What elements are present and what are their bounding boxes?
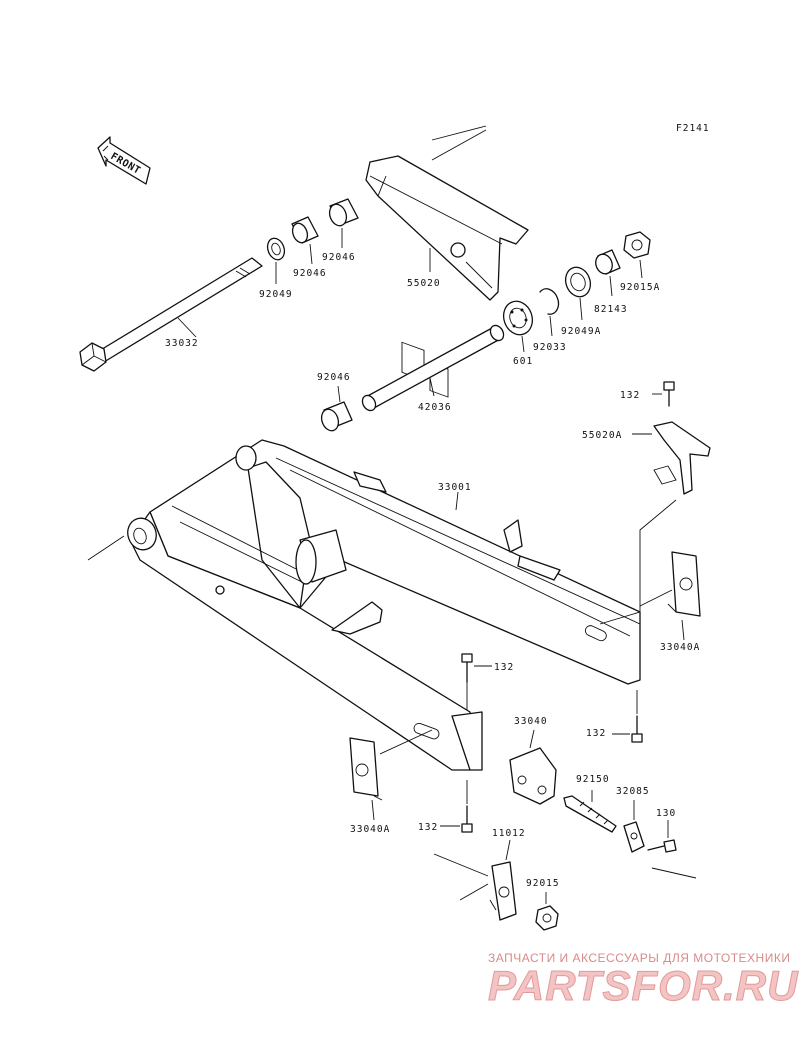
needle-bearing-92046-b (328, 198, 359, 227)
bracket-11012 (489, 861, 517, 921)
watermark-tagline: ЗАПЧАСТИ И АКСЕССУАРЫ ДЛЯ МОТОТЕХНИКИ (488, 951, 790, 965)
label-92015: 92015 (526, 878, 560, 889)
label-32085: 32085 (616, 786, 650, 797)
adjuster-plate-32085 (623, 821, 645, 853)
label-130: 130 (656, 808, 676, 819)
label-92046-b: 92046 (322, 252, 356, 263)
nut-92015 (535, 905, 559, 931)
label-33040A-l: 33040A (350, 824, 390, 835)
label-92150: 92150 (576, 774, 610, 785)
label-132-a: 132 (620, 390, 640, 401)
swingarm-33001 (127, 439, 641, 771)
chain-adjuster-plate-33040A-right (667, 551, 701, 617)
label-92046-a: 92046 (293, 268, 327, 279)
bolt-132-top (663, 381, 675, 407)
label-92046-c: 92046 (317, 372, 351, 383)
bolt-132-left-top (461, 653, 473, 683)
bolt-132-mid (631, 715, 643, 743)
circlip-92033 (539, 288, 560, 315)
needle-bearing-92046-a (291, 216, 319, 244)
label-92033: 92033 (533, 342, 567, 353)
bolt-132-left-bottom (461, 805, 473, 833)
adjuster-bolt-92150 (563, 795, 617, 833)
nut-92015A (623, 231, 651, 259)
label-92049: 92049 (259, 289, 293, 300)
collar-82143 (595, 249, 621, 275)
oil-seal-92049A (564, 266, 592, 298)
label-132-c: 132 (494, 662, 514, 673)
label-33001: 33001 (438, 482, 472, 493)
needle-bearing-92046-c (320, 401, 353, 432)
label-55020: 55020 (407, 278, 441, 289)
label-92049A: 92049A (561, 326, 601, 337)
pivot-shaft-33032 (79, 257, 263, 372)
label-33040A-r: 33040A (660, 642, 700, 653)
label-55020A: 55020A (582, 430, 622, 441)
label-82143: 82143 (594, 304, 628, 315)
chain-adjuster-plate-33040A-left (349, 737, 383, 801)
bracket-55020A (653, 421, 711, 495)
bolt-130 (647, 839, 677, 853)
label-42036: 42036 (418, 402, 452, 413)
front-direction-arrow-icon: FRONT (97, 136, 151, 185)
label-33032: 33032 (165, 338, 199, 349)
label-132-d: 132 (418, 822, 438, 833)
label-132-b: 132 (586, 728, 606, 739)
ball-bearing-601 (502, 300, 534, 336)
oil-seal-92049 (266, 237, 286, 261)
sleeve-42036 (361, 324, 505, 412)
diagram-code: F2141 (676, 123, 710, 134)
label-11012: 11012 (492, 828, 526, 839)
label-92015A: 92015A (620, 282, 660, 293)
label-601: 601 (513, 356, 533, 367)
chain-adjuster-33040 (509, 747, 557, 805)
watermark-logo: PARTSFOR.RU (488, 962, 799, 1009)
label-33040: 33040 (514, 716, 548, 727)
